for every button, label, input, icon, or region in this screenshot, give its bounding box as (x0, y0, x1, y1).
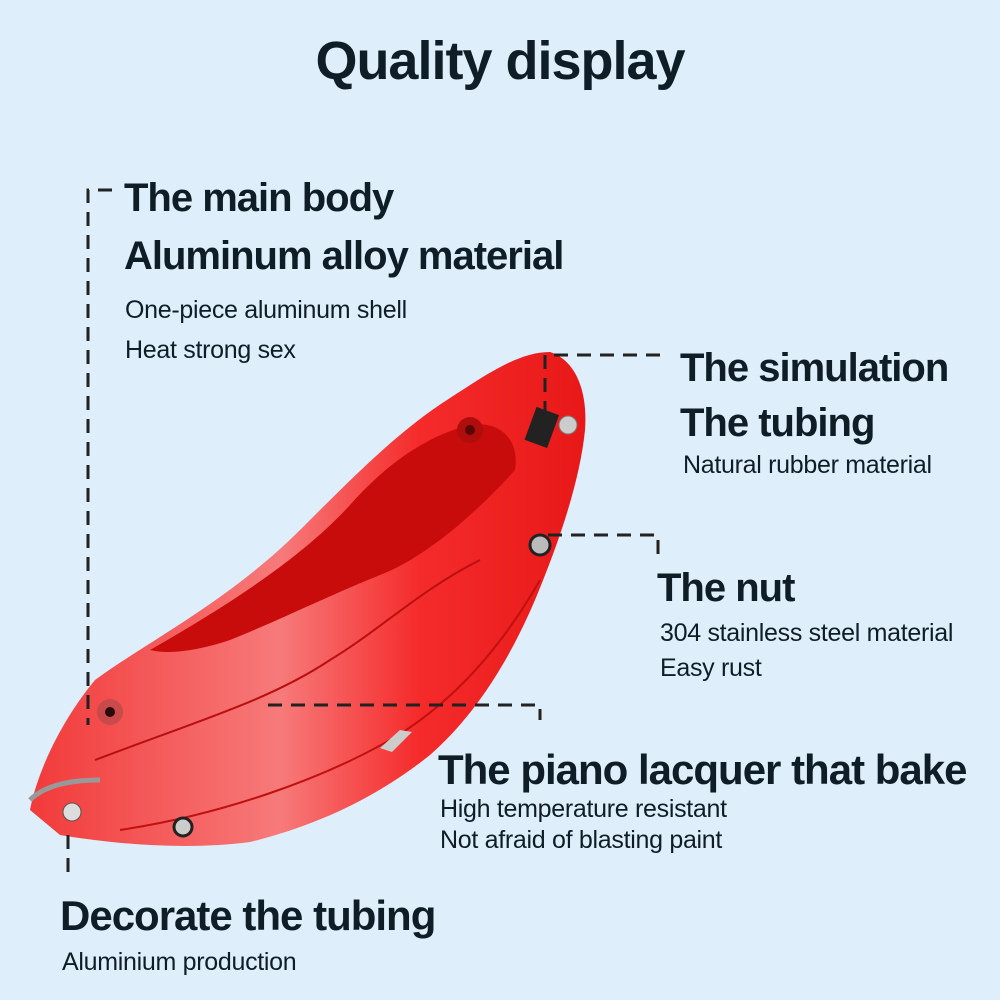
caliper-edge-line (94, 559, 481, 761)
badge-diamond (380, 730, 412, 752)
nut-detail: Easy rust (660, 654, 762, 682)
decorate-heading: Decorate the tubing (60, 892, 436, 939)
decorative-tubing (28, 777, 101, 802)
piano-detail: Not afraid of blasting paint (440, 826, 723, 854)
main-body-detail: One-piece aluminum shell (125, 296, 407, 324)
piano-heading: The piano lacquer that bake (438, 746, 967, 793)
piano-detail: High temperature resistant (440, 795, 727, 823)
nut (528, 533, 552, 557)
nut-top (558, 415, 578, 435)
simulation-detail: Natural rubber material (683, 451, 932, 479)
page-title: Quality display (315, 31, 685, 91)
nut-tip (62, 802, 82, 822)
caliper-inner-shadow (150, 424, 516, 652)
main-body-detail: Heat strong sex (125, 336, 296, 364)
main-body-heading: The main body (124, 176, 394, 220)
simulation-heading: The simulation (680, 346, 949, 390)
main-body-material: Aluminum alloy material (124, 234, 564, 278)
callout-lines (66, 188, 660, 880)
decorate-detail: Aluminium production (62, 948, 297, 976)
simulation-tubing: The tubing (680, 401, 875, 445)
nut-heading: The nut (657, 566, 795, 610)
nut-detail: 304 stainless steel material (660, 619, 954, 647)
nut-bottom (172, 816, 194, 838)
simulated-tubing (524, 406, 560, 449)
